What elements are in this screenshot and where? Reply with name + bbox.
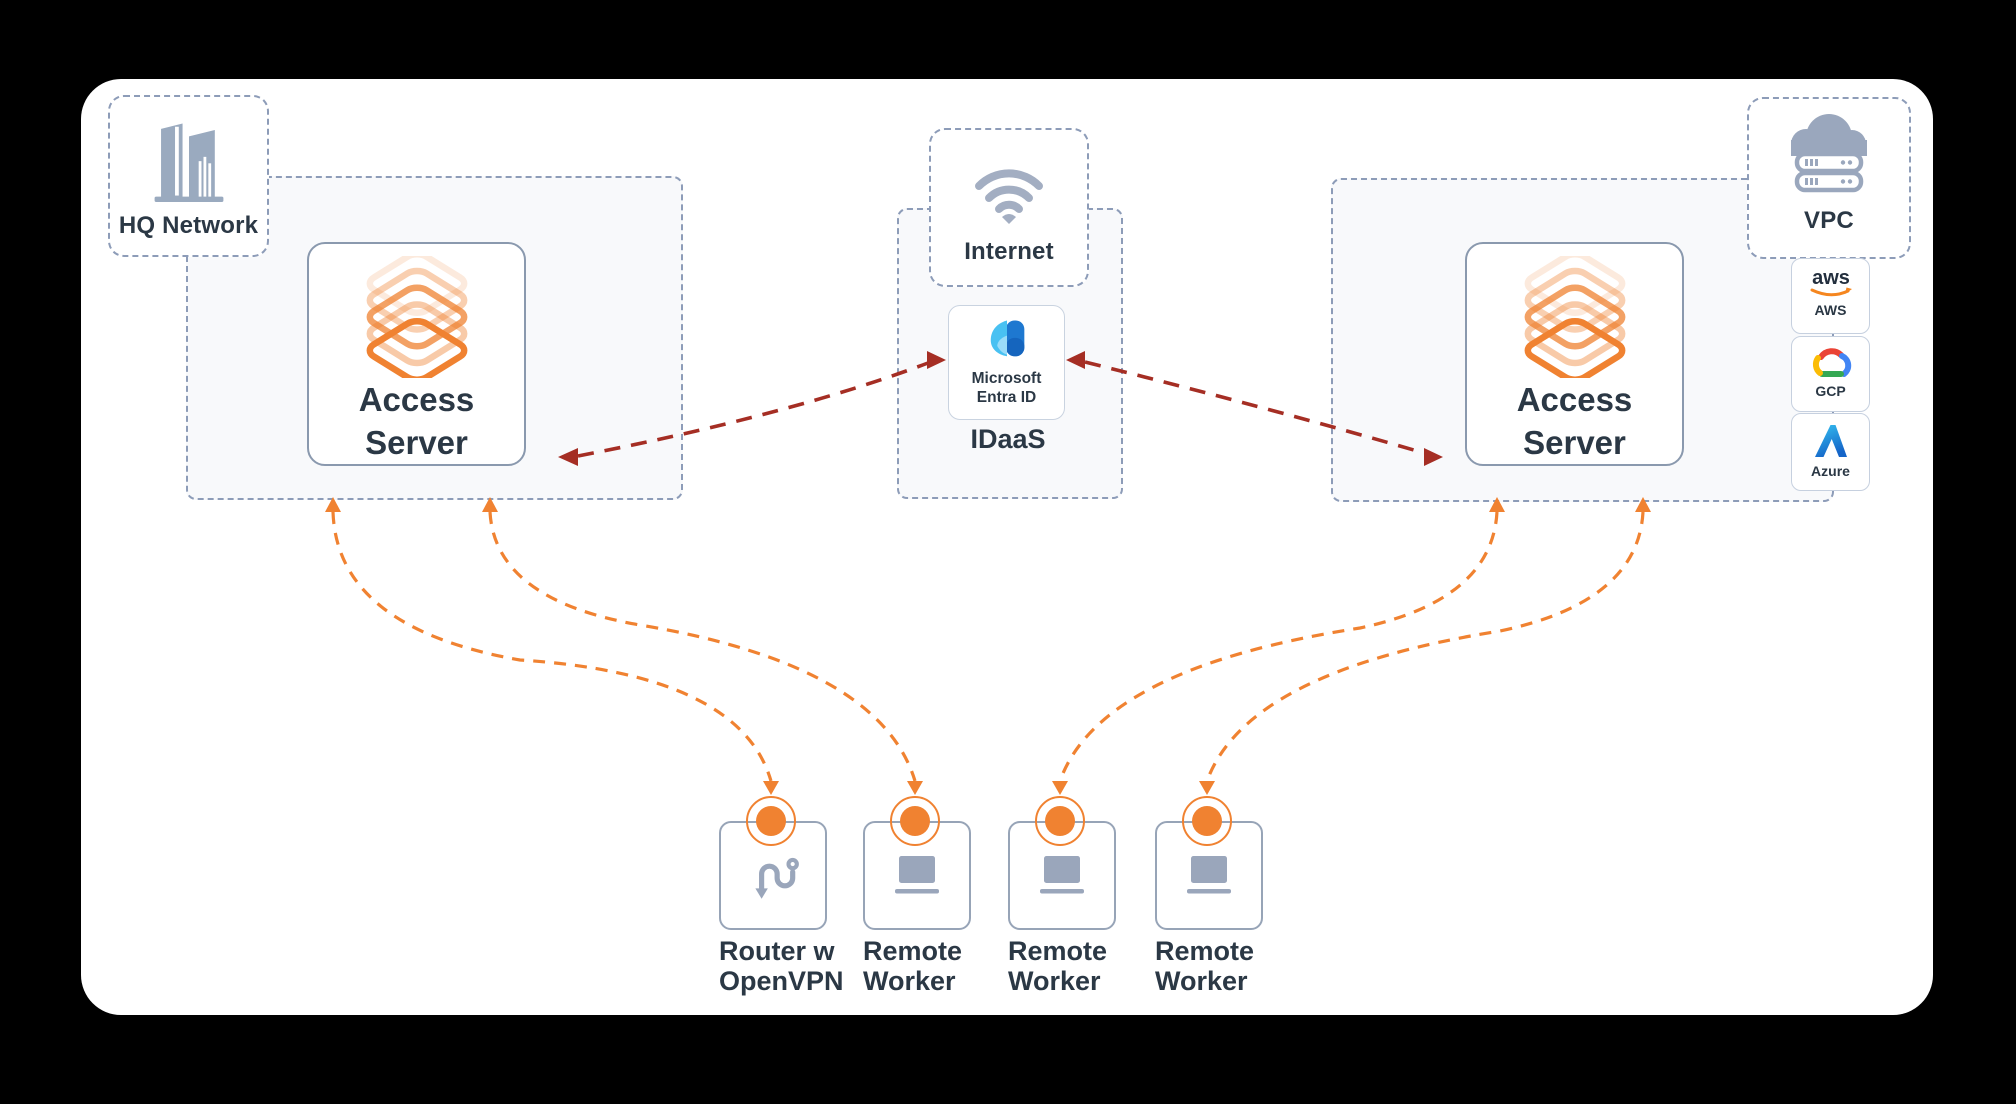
- router-openvpn-label: Router w OpenVPN: [719, 936, 844, 996]
- aws-logo-text: aws: [1812, 267, 1850, 289]
- internet-badge: Internet: [929, 128, 1089, 287]
- rw1-label-line1: Remote: [863, 936, 963, 966]
- remote-worker-2-label: Remote Worker: [1008, 936, 1107, 996]
- buildings-icon: [154, 123, 223, 202]
- remote-worker-3-label: Remote Worker: [1155, 936, 1254, 996]
- internet-label: Internet: [964, 238, 1054, 265]
- endpoint-remote-worker-3: [1155, 821, 1263, 930]
- rw2-label-line2: Worker: [1008, 966, 1101, 996]
- provider-card-azure: Azure: [1791, 413, 1870, 491]
- route-icon: [755, 857, 799, 899]
- wifi-icon: [975, 169, 1043, 224]
- rw3-label-line2: Worker: [1155, 966, 1248, 996]
- rw2-label-line1: Remote: [1008, 936, 1108, 966]
- azure-label: Azure: [1811, 463, 1850, 479]
- idaas-label: IDaaS: [970, 424, 1046, 454]
- access-server-left: Access Server: [307, 242, 526, 466]
- laptop-icon: [1040, 855, 1084, 893]
- entra-id-label: Microsoft Entra ID: [972, 369, 1042, 407]
- entra-line1: Microsoft: [971, 370, 1042, 387]
- router-label-line1: Router w: [719, 936, 835, 966]
- hq-network-badge: HQ Network: [108, 95, 269, 257]
- access-server-right-line1: Access: [1516, 381, 1633, 418]
- access-server-right-label: Access Server: [1517, 378, 1633, 464]
- access-server-right: Access Server: [1465, 242, 1684, 466]
- aws-label: AWS: [1814, 302, 1847, 318]
- router-label-line2: OpenVPN: [719, 966, 844, 996]
- vpc-label: VPC: [1804, 207, 1854, 234]
- vpc-badge: VPC: [1747, 97, 1911, 259]
- provider-card-aws: aws AWS: [1791, 258, 1870, 334]
- entra-line2: Entra ID: [976, 389, 1037, 406]
- azure-logo: [1814, 425, 1847, 457]
- rw3-label-line1: Remote: [1155, 936, 1255, 966]
- gcp-logo: [1812, 348, 1851, 377]
- laptop-icon: [1187, 855, 1231, 893]
- remote-worker-1-label: Remote Worker: [863, 936, 962, 996]
- cloud-server-icon: [1791, 114, 1867, 193]
- layers-icon: [342, 256, 492, 378]
- laptop-icon: [895, 855, 939, 893]
- access-server-right-line2: Server: [1523, 424, 1626, 461]
- access-server-left-line1: Access: [358, 381, 475, 418]
- endpoint-remote-worker-2: [1008, 821, 1116, 930]
- endpoint-router-openvpn: [719, 821, 827, 930]
- microsoft-entra-id-card: Microsoft Entra ID: [948, 305, 1065, 420]
- layers-icon: [1500, 256, 1650, 378]
- aws-logo: aws: [1810, 267, 1852, 297]
- rw1-label-line2: Worker: [863, 966, 956, 996]
- access-server-left-line2: Server: [365, 424, 468, 461]
- access-server-left-label: Access Server: [359, 378, 475, 464]
- gcp-label: GCP: [1815, 383, 1846, 399]
- hq-network-label: HQ Network: [118, 212, 259, 239]
- entra-id-icon: [990, 320, 1024, 357]
- wifi-dot: [1002, 214, 1016, 224]
- endpoint-remote-worker-1: [863, 821, 971, 930]
- provider-card-gcp: GCP: [1791, 336, 1870, 412]
